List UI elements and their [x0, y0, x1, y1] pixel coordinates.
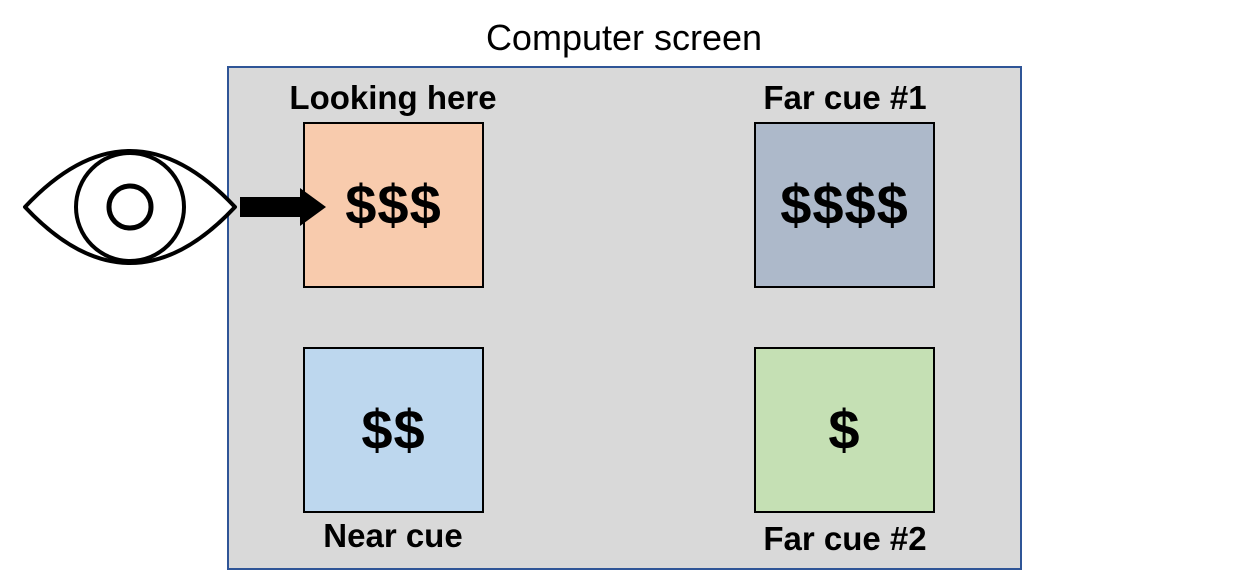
looking-here-box: $$$	[303, 122, 484, 288]
near-cue-amount: $$	[361, 398, 426, 461]
far-cue-2-amount: $	[828, 398, 861, 461]
near-cue-box: $$	[303, 347, 484, 513]
near-cue-label: Near cue	[323, 517, 463, 554]
eye-icon	[23, 149, 237, 265]
diagram-title: Computer screen	[485, 17, 763, 58]
looking-here-amount: $$$	[345, 173, 442, 236]
far-cue-2-box: $	[754, 347, 935, 513]
far-cue-2-label: Far cue #2	[763, 520, 927, 557]
far-cue-1-box: $$$$	[754, 122, 935, 288]
looking-here-label: Looking here	[289, 79, 497, 116]
arrow-right-icon	[240, 188, 326, 226]
far-cue-1-label: Far cue #1	[763, 79, 927, 116]
far-cue-1-amount: $$$$	[780, 173, 909, 236]
